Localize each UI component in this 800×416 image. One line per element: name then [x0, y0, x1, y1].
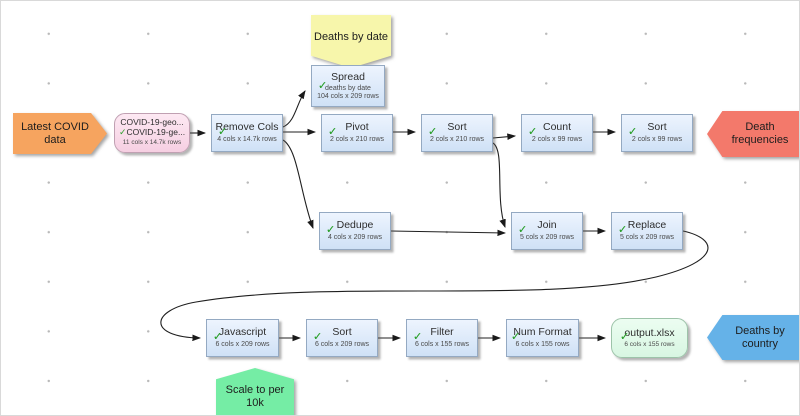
note-latest-covid-data[interactable]: Latest COVID data [13, 113, 107, 154]
note-label: Latest COVID data [21, 120, 89, 146]
node-sort-2[interactable]: ✓ Sort 2 cols x 99 rows [621, 114, 693, 152]
note-label: Deaths by date [314, 30, 388, 43]
node-title: Count [542, 121, 572, 133]
node-stats: 4 cols x 209 rows [327, 234, 383, 241]
note-shape [216, 368, 294, 415]
node-title: Javascript [218, 326, 267, 338]
node-javascript[interactable]: ✓ Javascript 6 cols x 209 rows [206, 319, 279, 357]
node-title: Sort [332, 326, 352, 338]
node-title: Filter [430, 326, 454, 338]
source-file-2: ✓COVID-19-ge... [118, 126, 186, 137]
node-count[interactable]: ✓ Count 2 cols x 99 rows [521, 114, 593, 152]
edge-dedupe-join [390, 229, 507, 237]
node-stats: 6 cols x 209 rows [314, 341, 370, 348]
node-stats: 2 cols x 210 rows [429, 136, 485, 143]
check-icon: ✓ [618, 224, 628, 236]
node-title: Join [537, 219, 557, 231]
edge-sort1-join [492, 142, 506, 229]
node-title: Remove Cols [215, 121, 279, 133]
note-deaths-by-country[interactable]: Deaths by country [707, 315, 799, 360]
node-dedupe[interactable]: ✓ Dedupe 4 cols x 209 rows [319, 212, 391, 250]
node-stats: 6 cols x 155 rows [624, 341, 675, 348]
node-stats: 6 cols x 209 rows [215, 341, 270, 348]
node-title: Replace [627, 219, 667, 231]
node-source-covid19[interactable]: COVID-19-geo... ✓COVID-19-ge... 11 cols … [114, 113, 190, 153]
node-num-format[interactable]: ✓ Num Format 6 cols x 155 rows [506, 319, 579, 357]
check-icon: ✓ [313, 331, 323, 343]
node-join[interactable]: ✓ Join 5 cols x 209 rows [511, 212, 583, 250]
node-stats: 6 cols x 155 rows [515, 341, 570, 348]
node-sort-3[interactable]: ✓ Sort 6 cols x 209 rows [306, 319, 378, 357]
node-output-xlsx[interactable]: ✓ output.xlsx 6 cols x 155 rows [611, 318, 688, 358]
note-scale-to-per-10k[interactable]: Scale to per 10k [216, 368, 294, 415]
note-shape [311, 15, 391, 68]
note-shape [707, 315, 799, 360]
node-title: Sort [447, 121, 467, 133]
edge-removecols-spread [282, 90, 306, 128]
note-label: Death frequencies [731, 121, 789, 146]
check-icon: ✓ [528, 126, 538, 138]
node-spread[interactable]: ✓ Spread deaths by date 104 cols x 209 r… [311, 65, 385, 107]
node-title: Dedupe [336, 219, 374, 231]
check-icon: ✓ [318, 80, 328, 92]
check-icon: ✓ [518, 224, 528, 236]
check-icon: ✓ [326, 224, 336, 236]
edge-replace-javascript [160, 230, 709, 342]
node-title: output.xlsx [624, 327, 675, 339]
edge-sort1-count [492, 133, 517, 140]
node-stats: 6 cols x 155 rows [414, 341, 470, 348]
check-icon: ✓ [413, 331, 423, 343]
node-title: Num Format [513, 326, 572, 338]
node-title: Spread [331, 71, 365, 83]
note-label: Scale to per 10k [225, 384, 285, 409]
check-icon: ✓ [620, 331, 630, 343]
edge-removecols-dedupe [282, 139, 314, 230]
note-label: Deaths by country [735, 324, 785, 350]
node-remove-cols[interactable]: ✓ Remove Cols 4 cols x 14.7k rows [211, 114, 283, 152]
node-note: deaths by date [325, 85, 371, 92]
node-pivot[interactable]: ✓ Pivot 2 cols x 210 rows [321, 114, 393, 152]
source-file-1: COVID-19-geo... [120, 117, 184, 127]
node-stats: 2 cols x 99 rows [631, 136, 683, 143]
note-shape [13, 113, 107, 154]
check-icon: ✓ [218, 126, 228, 138]
node-stats: 11 cols x 14.7k rows [122, 139, 182, 146]
node-stats: 2 cols x 99 rows [531, 136, 583, 143]
check-icon: ✓ [428, 126, 438, 138]
node-stats: 5 cols x 209 rows [519, 234, 575, 241]
node-title: Pivot [345, 121, 369, 133]
check-icon: ✓ [511, 331, 521, 343]
note-death-frequencies[interactable]: Death frequencies [707, 111, 799, 157]
check-icon: ✓ [118, 126, 127, 137]
note-shape [707, 111, 799, 157]
node-filter[interactable]: ✓ Filter 6 cols x 155 rows [406, 319, 478, 357]
check-icon: ✓ [213, 331, 223, 343]
node-stats: 4 cols x 14.7k rows [217, 136, 277, 143]
node-sort-1[interactable]: ✓ Sort 2 cols x 210 rows [421, 114, 493, 152]
node-title: Sort [647, 121, 667, 133]
note-deaths-by-date[interactable]: Deaths by date [311, 15, 391, 68]
node-replace[interactable]: ✓ Replace 5 cols x 209 rows [611, 212, 683, 250]
check-icon: ✓ [628, 126, 638, 138]
node-stats: 2 cols x 210 rows [329, 136, 385, 143]
node-stats: 5 cols x 209 rows [619, 234, 675, 241]
check-icon: ✓ [328, 126, 338, 138]
node-stats: 104 cols x 209 rows [317, 93, 379, 100]
